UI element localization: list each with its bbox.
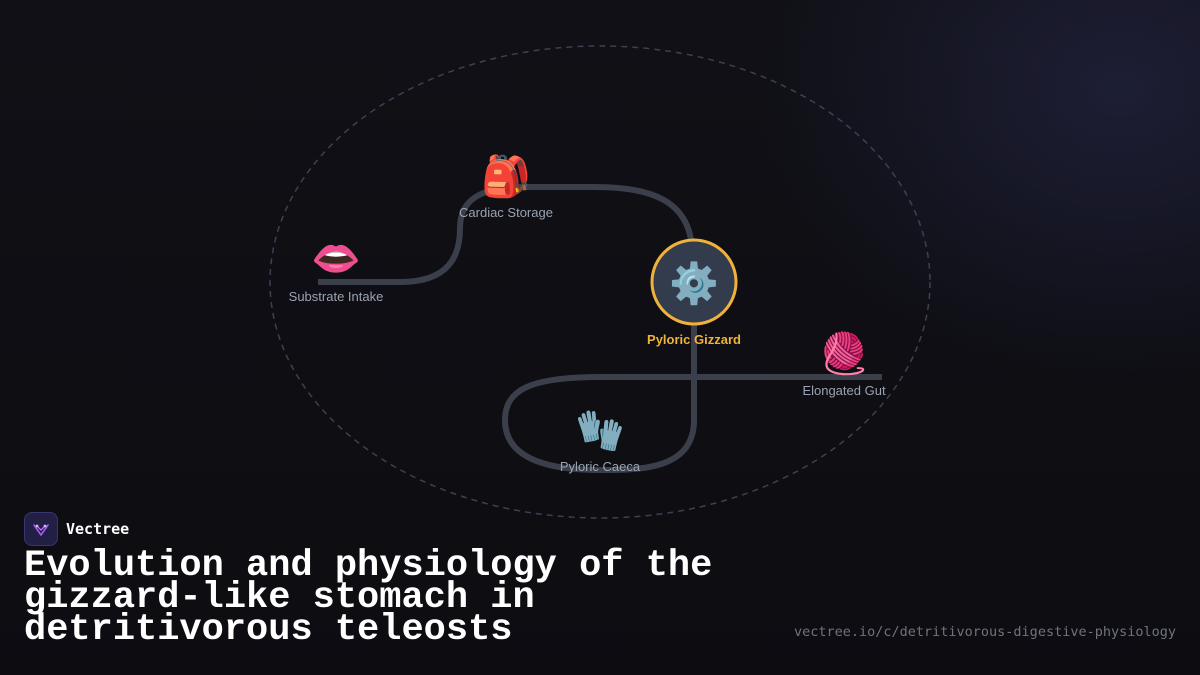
brand[interactable]: Vectree	[24, 512, 129, 546]
brand-name: Vectree	[66, 520, 130, 538]
gloves-icon: 🧤	[575, 408, 625, 454]
node-label-elongated-gut: Elongated Gut	[802, 383, 886, 398]
mouth-icon: 👄	[311, 236, 361, 282]
pathway-line	[318, 184, 882, 473]
node-cardiac-storage[interactable]: 🎒 Cardiac Storage	[459, 153, 553, 220]
page-title: Evolution and physiology of the gizzard-…	[24, 545, 713, 651]
backpack-icon: 🎒	[481, 153, 531, 200]
node-label-pyloric-gizzard: Pyloric Gizzard	[647, 332, 741, 347]
yarn-icon: 🧶	[819, 330, 869, 377]
gear-icon: ⚙️	[669, 260, 719, 307]
node-substrate-intake[interactable]: 👄 Substrate Intake	[289, 236, 384, 304]
node-pyloric-gizzard[interactable]: ⚙️ Pyloric Gizzard	[647, 238, 741, 347]
boundary-ellipse	[269, 45, 931, 519]
vectree-logo-icon	[24, 512, 58, 546]
node-label-pyloric-caeca: Pyloric Caeca	[560, 459, 641, 474]
page-url[interactable]: vectree.io/c/detritivorous-digestive-phy…	[793, 624, 1176, 640]
node-label-cardiac-storage: Cardiac Storage	[459, 205, 553, 220]
highlight-ring	[650, 238, 738, 326]
node-pyloric-caeca[interactable]: 🧤 Pyloric Caeca	[560, 408, 641, 474]
node-label-substrate-intake: Substrate Intake	[289, 289, 384, 304]
node-elongated-gut[interactable]: 🧶 Elongated Gut	[802, 330, 886, 398]
